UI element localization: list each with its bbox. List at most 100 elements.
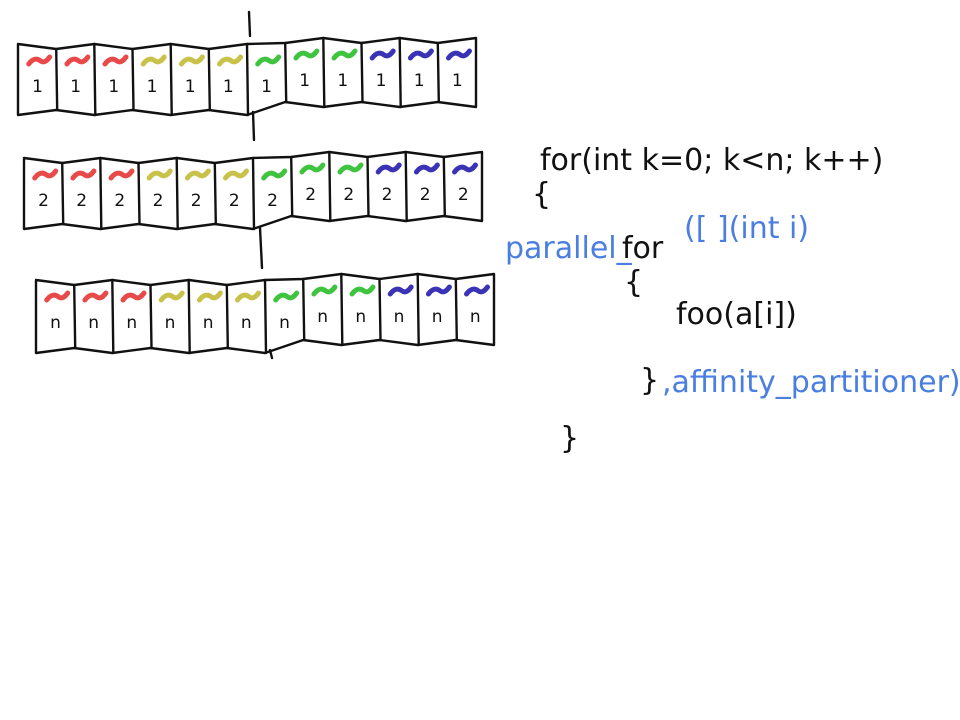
cell-label: n xyxy=(355,307,366,327)
cell-color-mark xyxy=(140,54,167,67)
cell-label: 2 xyxy=(343,185,354,205)
cell-divider xyxy=(366,155,370,218)
cell-color-mark xyxy=(217,54,243,67)
lambda-signature: ([ ](int i) xyxy=(684,211,809,246)
cell-label: 2 xyxy=(382,185,393,205)
cell-divider xyxy=(207,47,211,112)
cell-color-mark xyxy=(223,168,249,181)
cell-label: n xyxy=(50,313,61,333)
cell-color-mark xyxy=(349,284,376,297)
cell-divider xyxy=(73,283,77,350)
cell-color-mark xyxy=(32,168,59,181)
cell-divider xyxy=(93,42,97,117)
outer-close-brace: } xyxy=(560,421,579,456)
cell-label: n xyxy=(241,313,252,333)
cell-label: 1 xyxy=(261,77,272,97)
cell-divider xyxy=(225,283,229,350)
cell-color-mark xyxy=(146,168,173,181)
cell-label: n xyxy=(317,307,328,327)
cell-label: n xyxy=(126,313,137,333)
cell-label: 1 xyxy=(70,77,81,97)
array-outline xyxy=(22,150,484,231)
cell-divider xyxy=(55,47,59,112)
cell-color-mark xyxy=(299,162,326,175)
cell-divider xyxy=(378,277,382,342)
cell-divider xyxy=(131,47,135,112)
cell-divider xyxy=(187,278,191,355)
cell-label: 2 xyxy=(420,185,431,205)
cell-divider xyxy=(99,156,103,231)
cell-divider xyxy=(213,161,217,226)
cell-color-mark xyxy=(70,168,97,181)
cell-color-mark xyxy=(196,290,223,303)
cell-color-mark xyxy=(64,54,91,67)
cell-color-mark xyxy=(158,290,185,303)
cell-color-mark xyxy=(120,290,147,303)
outer-for-line: for(int k=0; k<n; k++) xyxy=(540,143,883,178)
cell-divider xyxy=(169,42,173,117)
cell-label: 2 xyxy=(458,185,469,205)
loop-body: foo(a[i]) xyxy=(676,297,797,332)
cell-color-mark xyxy=(184,168,211,181)
cell-label: 1 xyxy=(223,77,234,97)
cell-label: n xyxy=(165,313,176,333)
cell-color-mark xyxy=(178,54,205,67)
cell-color-mark xyxy=(44,290,71,303)
cell-label: 1 xyxy=(376,71,387,91)
cell-label: n xyxy=(203,313,214,333)
cell-label: 1 xyxy=(337,71,348,91)
cell-label: n xyxy=(88,313,99,333)
parallel-prefix: parallel_ xyxy=(505,231,633,266)
cell-divider xyxy=(61,161,65,226)
cell-color-mark xyxy=(375,162,402,175)
cell-label: 1 xyxy=(108,77,119,97)
cell-color-mark xyxy=(255,54,282,67)
cell-label: n xyxy=(470,307,481,327)
cell-label: 2 xyxy=(114,191,125,211)
cell-divider xyxy=(290,155,294,218)
cell-divider xyxy=(284,41,288,104)
affinity-partitioner: ,affinity_partitioner); xyxy=(662,365,960,400)
parallel-for-keyword: for xyxy=(622,231,664,266)
code-snippet: for(int k=0; k<n; k++) { parallel_ for (… xyxy=(505,143,960,456)
cell-divider xyxy=(322,36,326,109)
cell-label: 2 xyxy=(267,191,278,211)
cell-divider xyxy=(442,155,446,218)
cell-label: 2 xyxy=(229,191,240,211)
cell-divider xyxy=(328,150,332,223)
cell-color-mark xyxy=(464,284,490,297)
cell-label: 1 xyxy=(32,77,43,97)
cell-color-mark xyxy=(407,48,434,61)
cell-label: n xyxy=(279,313,290,333)
cell-label: 2 xyxy=(76,191,87,211)
cell-divider xyxy=(251,156,256,231)
cell-label: 2 xyxy=(305,185,316,205)
cell-color-mark xyxy=(26,54,53,67)
cell-label: n xyxy=(432,307,443,327)
cell-divider xyxy=(454,277,458,342)
cell-label: 1 xyxy=(185,77,196,97)
cell-label: 2 xyxy=(191,191,202,211)
cell-color-mark xyxy=(293,48,320,61)
cell-divider xyxy=(398,36,402,109)
inner-open-brace: { xyxy=(624,265,643,300)
cell-divider xyxy=(137,161,141,226)
cell-label: 1 xyxy=(414,71,425,91)
cell-label: 2 xyxy=(38,191,49,211)
cell-divider xyxy=(360,41,364,104)
cell-color-mark xyxy=(337,162,364,175)
cell-color-mark xyxy=(273,290,300,303)
cell-color-mark xyxy=(261,168,288,181)
cell-color-mark xyxy=(108,168,135,181)
cell-label: n xyxy=(394,307,405,327)
array-outline xyxy=(16,36,478,117)
cell-divider xyxy=(416,272,420,347)
inner-close-brace: } xyxy=(640,363,659,398)
cell-color-mark xyxy=(387,284,414,297)
cell-color-mark xyxy=(331,48,358,61)
